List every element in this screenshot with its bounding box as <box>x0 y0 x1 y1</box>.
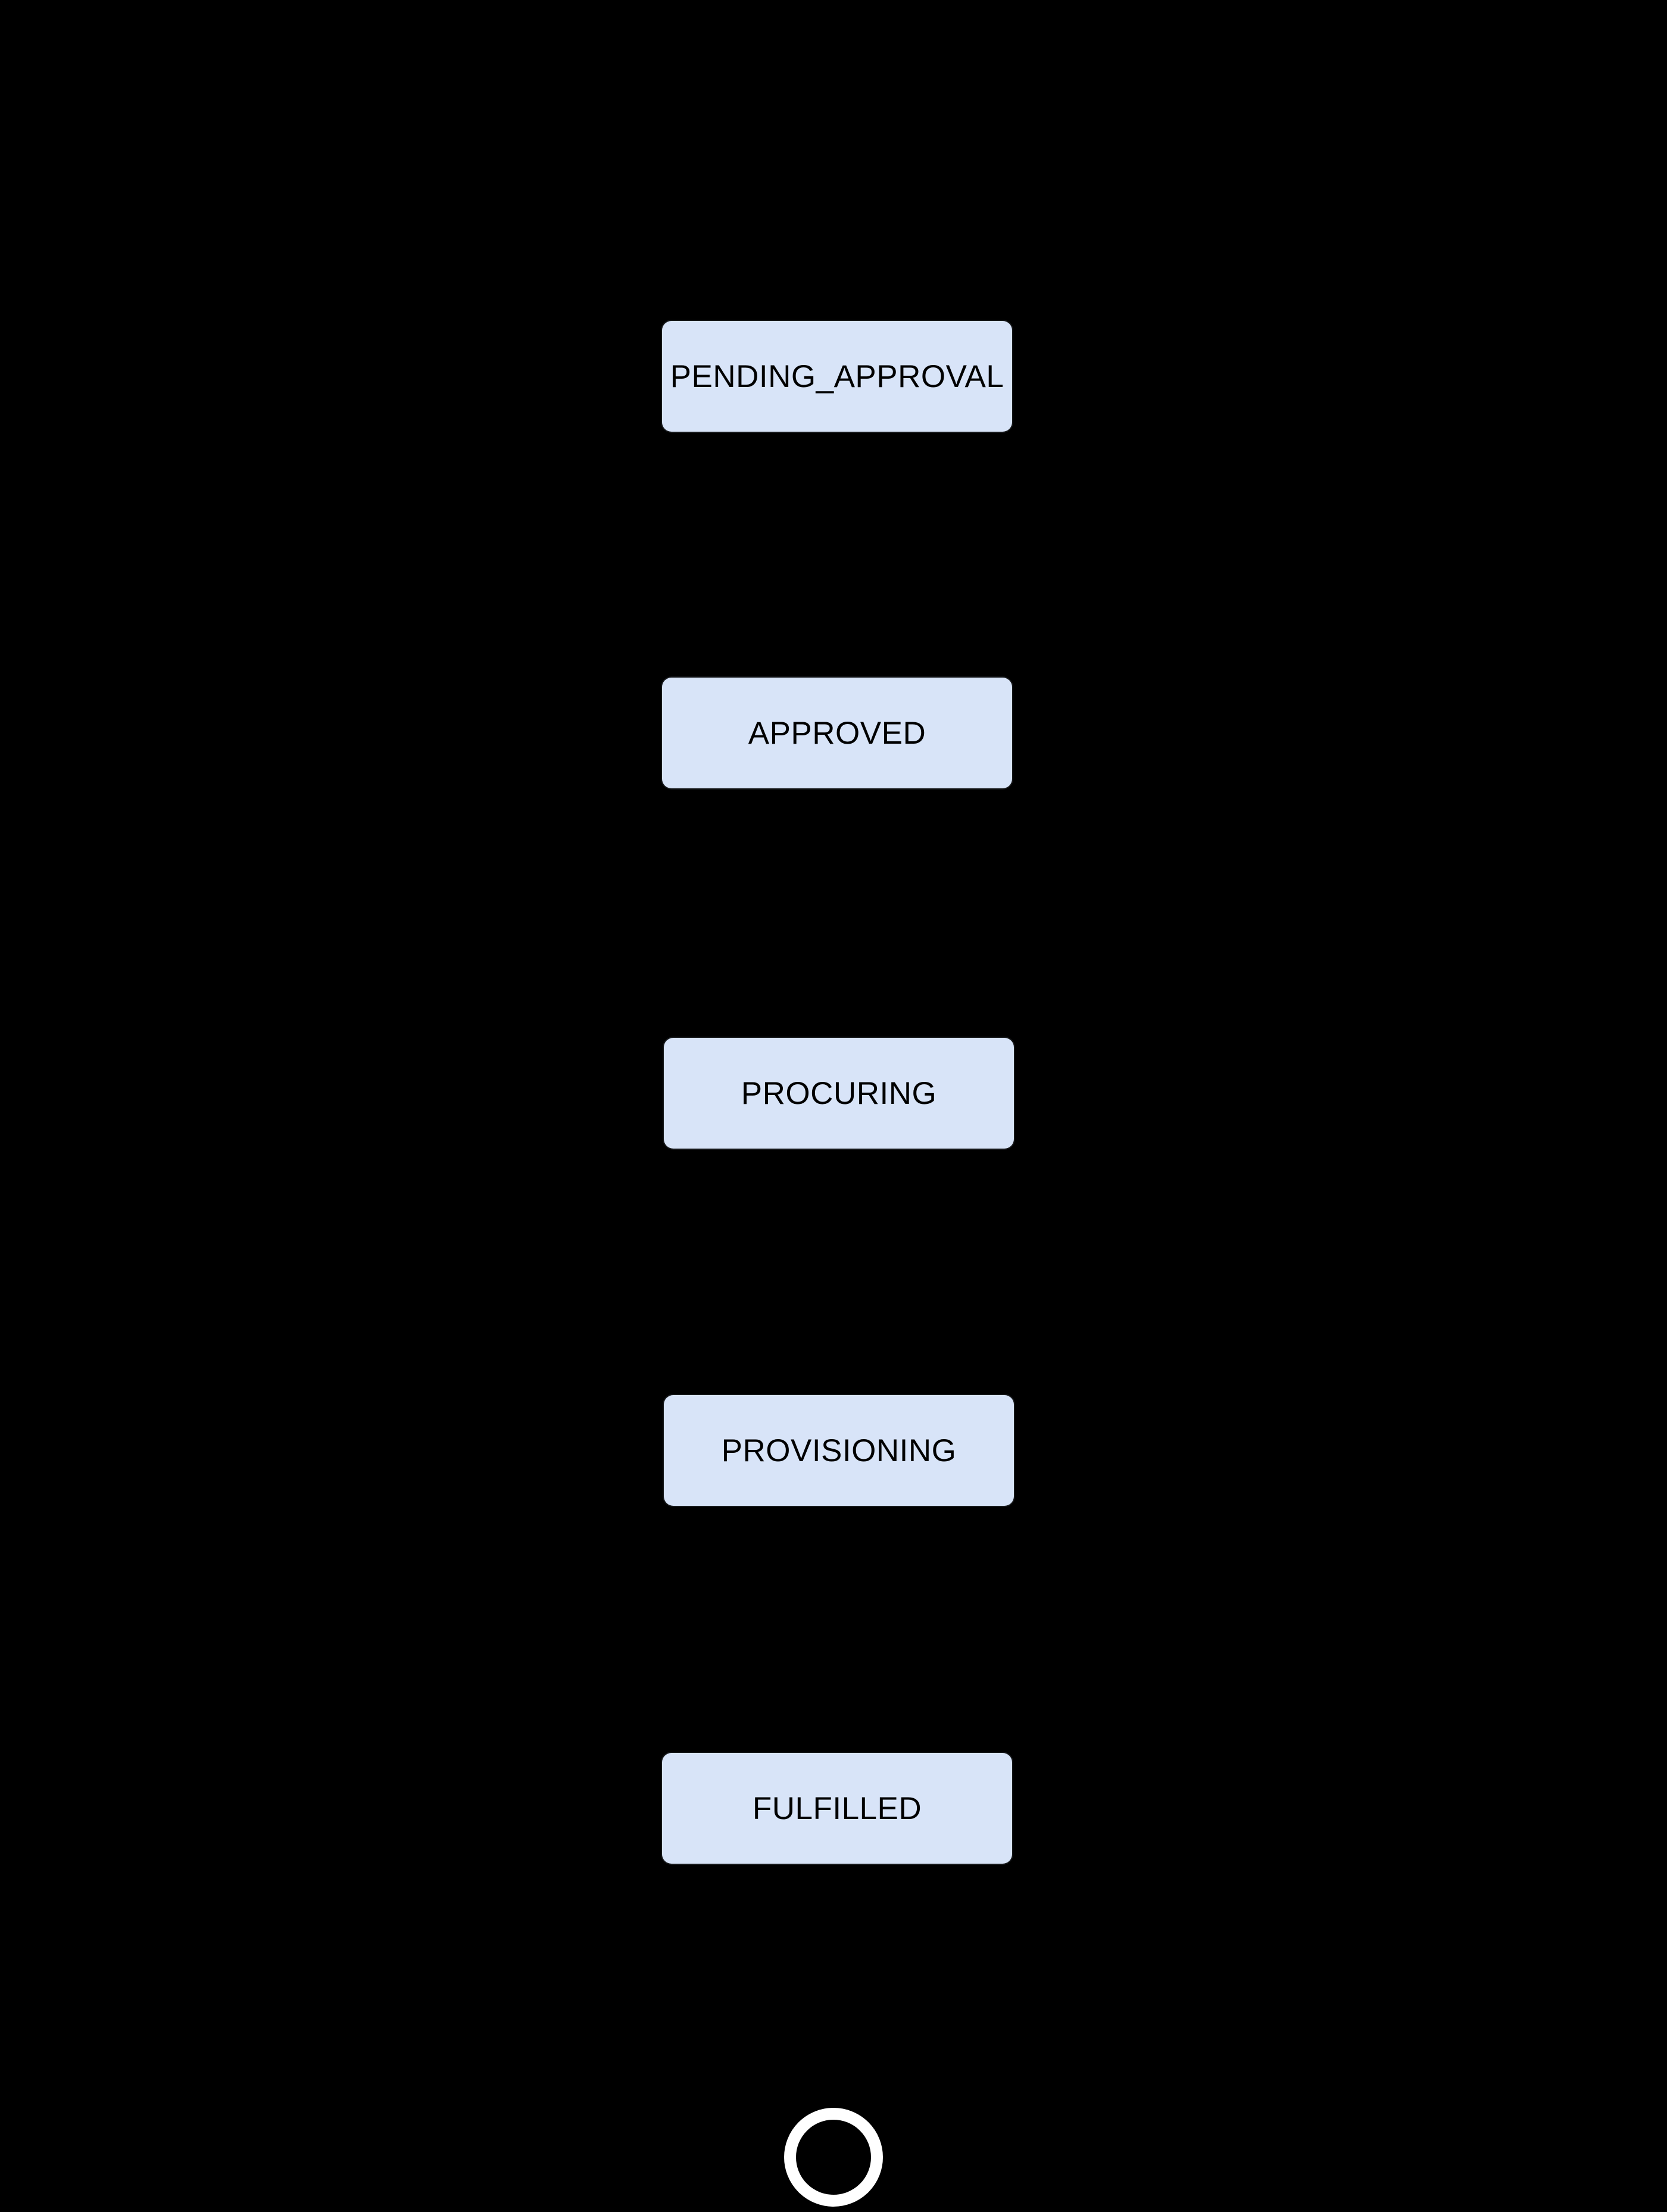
state-label: FULFILLED <box>752 1790 922 1826</box>
state-node-pending-approval: PENDING_APPROVAL <box>661 320 1013 433</box>
state-node-procuring: PROCURING <box>663 1037 1015 1150</box>
state-label: PENDING_APPROVAL <box>670 358 1004 394</box>
state-node-fulfilled: FULFILLED <box>661 1752 1013 1865</box>
state-label: PROVISIONING <box>721 1433 957 1468</box>
final-state-circle-icon <box>784 2108 883 2207</box>
state-node-provisioning: PROVISIONING <box>663 1394 1015 1507</box>
state-label: PROCURING <box>741 1075 937 1111</box>
state-node-approved: APPROVED <box>661 676 1013 790</box>
state-label: APPROVED <box>748 715 926 751</box>
